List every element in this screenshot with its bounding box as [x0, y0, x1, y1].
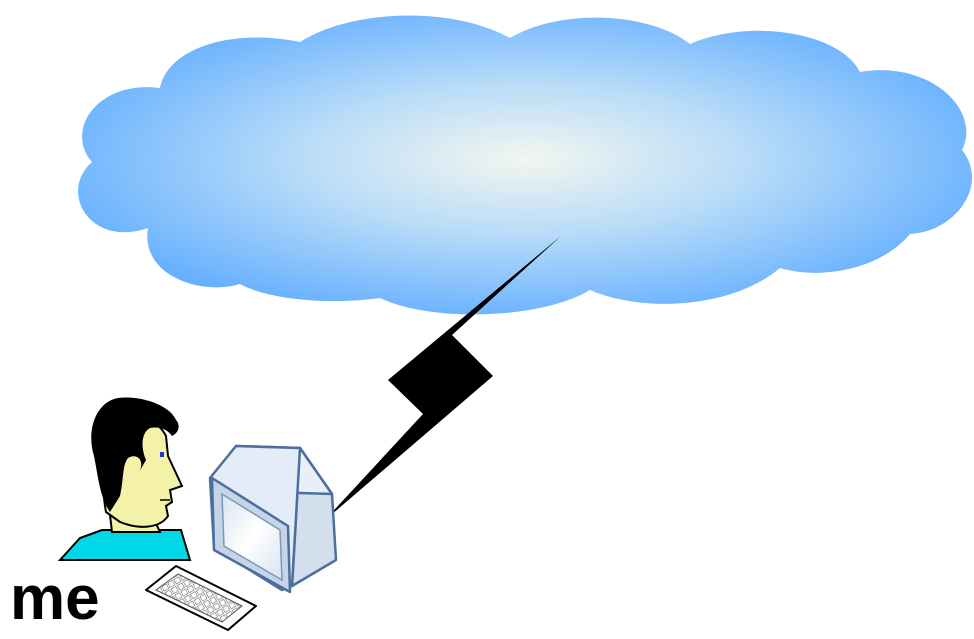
- cloud-icon: [78, 15, 973, 315]
- keyboard-icon: [145, 565, 257, 631]
- person-label: me: [10, 564, 100, 633]
- lightning-bolt-icon: [324, 236, 561, 521]
- person-icon: [57, 397, 192, 561]
- computer-icon: [208, 444, 338, 594]
